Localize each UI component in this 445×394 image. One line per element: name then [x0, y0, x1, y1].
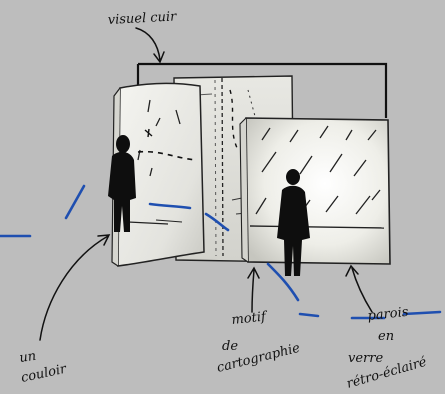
right-panel — [240, 118, 390, 264]
label-verre: verre — [348, 351, 383, 366]
label-un: un — [18, 349, 37, 366]
label-de: de — [222, 339, 238, 354]
label-en: en — [378, 329, 394, 344]
